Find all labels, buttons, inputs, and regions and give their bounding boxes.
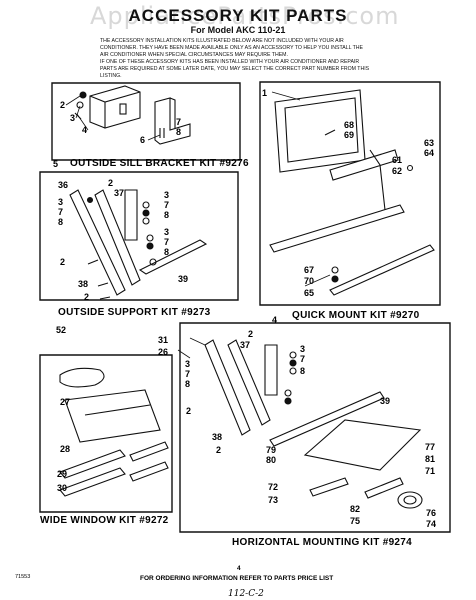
callout: 79 — [266, 445, 276, 455]
callout: 75 — [350, 516, 360, 526]
wide-window-kit-panel — [39, 354, 173, 513]
wide-window-drawing — [59, 367, 169, 497]
handwritten-note: 112-C-2 — [228, 589, 264, 599]
callout: 3 — [300, 344, 305, 354]
callout: 7 — [176, 117, 181, 127]
callout: 8 — [185, 379, 190, 389]
page-code: 71553 — [15, 574, 30, 580]
leader-lines — [65, 91, 331, 359]
callout: 2 — [60, 100, 65, 110]
intro-line: CONDITIONER. THEY HAVE BEEN MADE AVAILAB… — [100, 45, 364, 51]
intro-line: THE ACCESSORY INSTALLATION KITS ILLUSTRA… — [100, 38, 344, 44]
callout: 37 — [114, 188, 124, 198]
callout: 65 — [304, 288, 314, 298]
callout: 8 — [164, 247, 169, 257]
callout: 72 — [268, 482, 278, 492]
page-title: ACCESSORY KIT PARTS — [128, 6, 348, 25]
kit-label-support: OUTSIDE SUPPORT KIT #9273 — [58, 307, 211, 318]
callout: 2 — [216, 445, 221, 455]
callout: 80 — [266, 455, 276, 465]
intro-text: THE ACCESSORY INSTALLATION KITS ILLUSTRA… — [100, 38, 400, 80]
callout: 29 — [57, 469, 67, 479]
callout: 6 — [140, 135, 145, 145]
callout: 69 — [344, 130, 354, 140]
intro-line: AIR CONDITIONER WHEN SPECIAL CIRCUMSTANC… — [100, 52, 288, 58]
callout: 31 — [158, 335, 168, 345]
callout: 74 — [426, 519, 436, 529]
kit-label-quick: QUICK MOUNT KIT #9270 — [292, 310, 420, 321]
callout: 71 — [425, 466, 435, 476]
callout: 37 — [240, 340, 250, 350]
callout: 73 — [268, 495, 278, 505]
callout: 7 — [185, 369, 190, 379]
sill-kit-panel — [51, 82, 241, 161]
callout: 70 — [304, 276, 314, 286]
quick-mount-drawing — [269, 89, 435, 296]
callout: 3 — [70, 113, 75, 123]
support-kit-panel — [39, 171, 239, 301]
intro-line: PARTS ARE REQUIRED AT SOME LATER DATE, Y… — [100, 66, 370, 72]
callout: 76 — [426, 508, 436, 518]
callout: 2 — [186, 406, 191, 416]
callout: 67 — [304, 265, 314, 275]
watermark: AppliancePartsPros.com — [90, 2, 400, 30]
callout: 8 — [176, 127, 181, 137]
page-number: 4 — [237, 565, 241, 572]
callout: 2 — [60, 257, 65, 267]
callout: 77 — [425, 442, 435, 452]
kit-label-horizontal: HORIZONTAL MOUNTING KIT #9274 — [232, 537, 412, 548]
callout: 3 — [185, 359, 190, 369]
callout: 2 — [248, 329, 253, 339]
kit-label-sill: OUTSIDE SILL BRACKET KIT #9276 — [70, 158, 249, 169]
callout: 30 — [57, 483, 67, 493]
callout: 8 — [164, 210, 169, 220]
callout: 64 — [424, 148, 434, 158]
callout: 3 — [164, 227, 169, 237]
ordering-note: FOR ORDERING INFORMATION REFER TO PARTS … — [140, 575, 333, 582]
horizontal-mounting-drawing — [204, 339, 423, 509]
callout: 36 — [58, 180, 68, 190]
callout: 81 — [425, 454, 435, 464]
intro-line: IF ONE OF THESE ACCESSORY KITS HAS BEEN … — [100, 59, 360, 65]
callout: 2 — [108, 178, 113, 188]
callout: 4 — [82, 125, 87, 135]
callout: 52 — [56, 325, 66, 335]
callout: 61 — [392, 155, 402, 165]
callout: 63 — [424, 138, 434, 148]
callout: 7 — [300, 354, 305, 364]
callout: 4 — [272, 315, 277, 325]
callout: 38 — [212, 432, 222, 442]
callout: 3 — [164, 190, 169, 200]
callout: 7 — [164, 200, 169, 210]
callout: 8 — [300, 366, 305, 376]
callout: 38 — [78, 279, 88, 289]
model-subtitle: For Model AKC 110-21 — [190, 25, 286, 35]
callout: 68 — [344, 120, 354, 130]
callout: 26 — [158, 347, 168, 357]
sill-bracket-drawing — [74, 85, 191, 145]
callout: 28 — [60, 444, 70, 454]
callout: 7 — [58, 207, 63, 217]
callout: 62 — [392, 166, 402, 176]
callout: 27 — [60, 397, 70, 407]
callout: 2 — [84, 292, 89, 302]
callout: 39 — [178, 274, 188, 284]
quick-mount-kit-panel — [259, 81, 441, 306]
kit-label-wide: WIDE WINDOW KIT #9272 — [40, 515, 169, 526]
callout: 82 — [350, 504, 360, 514]
callout: 3 — [58, 197, 63, 207]
callout: 1 — [262, 88, 267, 98]
callout: 7 — [164, 237, 169, 247]
outside-support-drawing — [69, 189, 208, 300]
callout: 8 — [58, 217, 63, 227]
callout: 5 — [53, 159, 58, 169]
callout: 39 — [380, 396, 390, 406]
intro-line: LISTING. — [100, 73, 122, 79]
horizontal-kit-panel — [179, 322, 451, 533]
